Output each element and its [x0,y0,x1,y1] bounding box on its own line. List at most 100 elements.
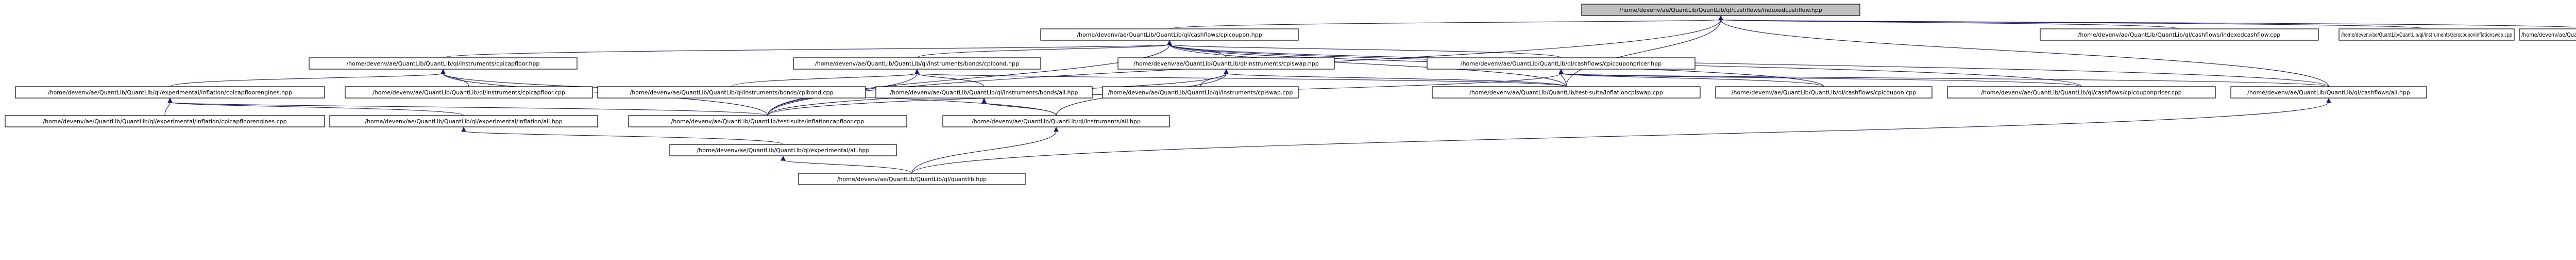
node-box [1427,57,1696,70]
node-label: /home/devenv/ae/QuantLib/QuantLib/ql/cas… [1077,31,1262,38]
node-label: /home/devenv/ae/QuantLib/QuantLib/ql/exp… [365,118,562,125]
node-box [669,144,897,156]
edge-arrowhead [1558,69,1564,74]
node-cpicoupon[interactable]: /home/devenv/ae/QuantLib/QuantLib/ql/cas… [1040,28,1299,41]
node-label: /home/devenv/ae/QuantLib/QuantLib/ql/ins… [347,60,540,67]
node-box [2040,28,2319,41]
node-box [329,115,598,127]
node-cpicouponpricer_hpp[interactable]: /home/devenv/ae/QuantLib/QuantLib/ql/cas… [1427,57,1696,70]
node-box [15,86,325,99]
node-cashflows_all[interactable]: /home/devenv/ae/QuantLib/QuantLib/ql/cas… [2230,86,2427,99]
node-box [1432,86,1701,99]
node-cpicoupon_cpp[interactable]: /home/devenv/ae/QuantLib/QuantLib/ql/cas… [1715,86,1933,99]
edge-cpibond_hpp-to-cpicoupon [917,44,1170,58]
edge-ts_inflationcapfloor-to-cpicoupon [767,44,1170,116]
node-bonds_all[interactable]: /home/devenv/ae/QuantLib/QuantLib/ql/ins… [875,86,1093,99]
edge-arrowhead [440,69,446,74]
edge-arrowhead [1224,69,1229,74]
node-label: /home/devenv/ae/QuantLib/QuantLib/ql/ins… [1133,60,1319,67]
edge-exp_all-to-exp_inflation_all [463,131,784,145]
node-label: /home/devenv/ae/QuantLib/QuantLib/ql/cas… [1732,89,1916,96]
edge-cpicoupon_cpp-to-cpicouponpricer_hpp [1561,73,1824,87]
node-label: /home/devenv/ae/QuantLib/QuantLib/ql/exp… [697,147,870,154]
node-box [1947,86,2216,99]
node-box [2338,28,2515,41]
edge-cashflows_all-to-cpicoupon [1169,44,2329,87]
edge-quantlib-to-exp_all [783,159,912,174]
node-box [1117,57,1335,70]
node-box [597,86,866,99]
node-label: /home/devenv/ae/QuantLib/QuantLib/ql/ins… [372,89,565,96]
node-label: /home/devenv/ae/QuantLib/QuantLib/test-s… [671,118,865,125]
node-cpicapfloorengines_hpp[interactable]: /home/devenv/ae/QuantLib/QuantLib/ql/exp… [15,86,325,99]
node-label: /home/devenv/ae/QuantLib/QuantLib/ql/cas… [2078,31,2281,38]
node-box [1102,86,1299,99]
edge-arrowhead [1054,126,1059,132]
node-box [345,86,593,99]
node-box [798,173,1026,185]
node-label: /home/devenv/ae/QuantLib/QuantLib/ql/qua… [837,176,987,183]
edge-cpicapfloor_cpp-to-cpicapfloor_hpp [443,73,469,87]
node-box [5,115,325,127]
edge-ts_inflationcpiswap-to-cpiswap_hpp [1226,73,1567,87]
node-label: /home/devenv/ae/QuantLib/QuantLib/ql/ins… [630,89,834,96]
edge-cpicapfloorengines_hpp-to-cpicapfloor_hpp [170,73,444,87]
node-box [309,57,578,70]
node-box [1581,4,1860,16]
node-box [942,115,1170,127]
edge-arrowhead [781,155,786,161]
node-label: /home/devenv/ae/QuantLib/QuantLib/test-s… [1469,89,1663,96]
node-label: /home/devenv/ae/QuantLib/QuantLib/test-s… [2521,31,2576,38]
node-exp_inflation_all[interactable]: /home/devenv/ae/QuantLib/QuantLib/ql/exp… [329,115,598,127]
node-ts_inflationcapfloor[interactable]: /home/devenv/ae/QuantLib/QuantLib/test-s… [628,115,907,127]
node-indexedcashflow[interactable]: /home/devenv/ae/QuantLib/QuantLib/ql/cas… [1581,4,1860,16]
node-box [2230,86,2427,99]
node-cpicouponpricer_cpp[interactable]: /home/devenv/ae/QuantLib/QuantLib/ql/cas… [1947,86,2216,99]
edge-bonds_all-to-cpibond_hpp [917,73,985,87]
edge-arrowhead [914,69,920,74]
edge-instruments_all-to-bonds_all [984,102,1057,116]
edge-cashflows_all-to-cpicouponpricer_hpp [1561,73,2329,87]
edge-ts_inflationcpiswap-to-cpibond_hpp [917,73,1567,87]
edge-cpicouponpricer_cpp-to-cpicouponpricer_hpp [1561,73,2082,87]
edge-cashflows_all-to-indexedcashflow [1720,19,2329,87]
node-cpicapfloor_hpp[interactable]: /home/devenv/ae/QuantLib/QuantLib/ql/ins… [309,57,578,70]
edge-arrowhead [981,98,987,103]
node-cpicapfloorengines_cpp[interactable]: /home/devenv/ae/QuantLib/QuantLib/ql/exp… [5,115,325,127]
node-cpicapfloor_cpp[interactable]: /home/devenv/ae/QuantLib/QuantLib/ql/ins… [345,86,593,99]
node-exp_all[interactable]: /home/devenv/ae/QuantLib/QuantLib/ql/exp… [669,144,897,156]
node-instruments_all[interactable]: /home/devenv/ae/QuantLib/QuantLib/ql/ins… [942,115,1170,127]
node-indexedcashflow_cpp[interactable]: /home/devenv/ae/QuantLib/QuantLib/ql/cas… [2040,28,2319,41]
node-label: /home/devenv/ae/QuantLib/QuantLib/ql/ins… [815,60,1019,67]
node-box [1040,28,1299,41]
edge-arrowhead [167,98,173,103]
node-quantlib[interactable]: /home/devenv/ae/QuantLib/QuantLib/ql/qua… [798,173,1026,185]
edge-arrowhead [2326,98,2331,103]
node-ts_inflationcpiswap[interactable]: /home/devenv/ae/QuantLib/QuantLib/test-s… [1432,86,1701,99]
node-label: /home/devenv/ae/QuantLib/QuantLib/ql/exp… [43,118,286,125]
node-cpibond_cpp[interactable]: /home/devenv/ae/QuantLib/QuantLib/ql/ins… [597,86,866,99]
node-box [875,86,1093,99]
edge-cpibond_cpp-to-cpibond_hpp [731,73,918,87]
edge-cpicoupon-to-indexedcashflow [1169,19,1721,29]
node-box [793,57,1041,70]
edge-ts_inflationcapfloor-to-cpicapfloorengines_hpp [170,102,768,116]
node-cpiswap_hpp[interactable]: /home/devenv/ae/QuantLib/QuantLib/ql/ins… [1117,57,1335,70]
node-box [2519,28,2576,41]
node-box [628,115,907,127]
node-cpibond_hpp[interactable]: /home/devenv/ae/QuantLib/QuantLib/ql/ins… [793,57,1041,70]
node-label: /home/devenv/ae/QuantLib/QuantLib/ql/cas… [1981,89,2181,96]
node-ts_inflation_cpp[interactable]: /home/devenv/ae/QuantLib/QuantLib/test-s… [2519,28,2576,41]
edge-arrowhead [1718,15,1723,21]
edge-arrowhead [1167,40,1172,45]
node-label: /home/devenv/ae/QuantLib/QuantLib/ql/exp… [48,89,292,96]
edge-cpicouponpricer_hpp-to-cpicoupon [1169,44,1562,58]
node-label: /home/devenv/ae/QuantLib/QuantLib/ql/cas… [2247,89,2410,96]
node-zerocoupon_cpp[interactable]: /home/devenv/ae/QuantLib/QuantLib/ql/ins… [2338,28,2515,41]
edge-arrowhead [461,126,466,132]
node-cpiswap_cpp[interactable]: /home/devenv/ae/QuantLib/QuantLib/ql/ins… [1102,86,1299,99]
node-label: /home/devenv/ae/QuantLib/QuantLib/ql/ins… [890,89,1078,96]
node-label: /home/devenv/ae/QuantLib/QuantLib/ql/cas… [1619,7,1822,13]
edge-quantlib-to-instruments_all [911,131,1057,174]
